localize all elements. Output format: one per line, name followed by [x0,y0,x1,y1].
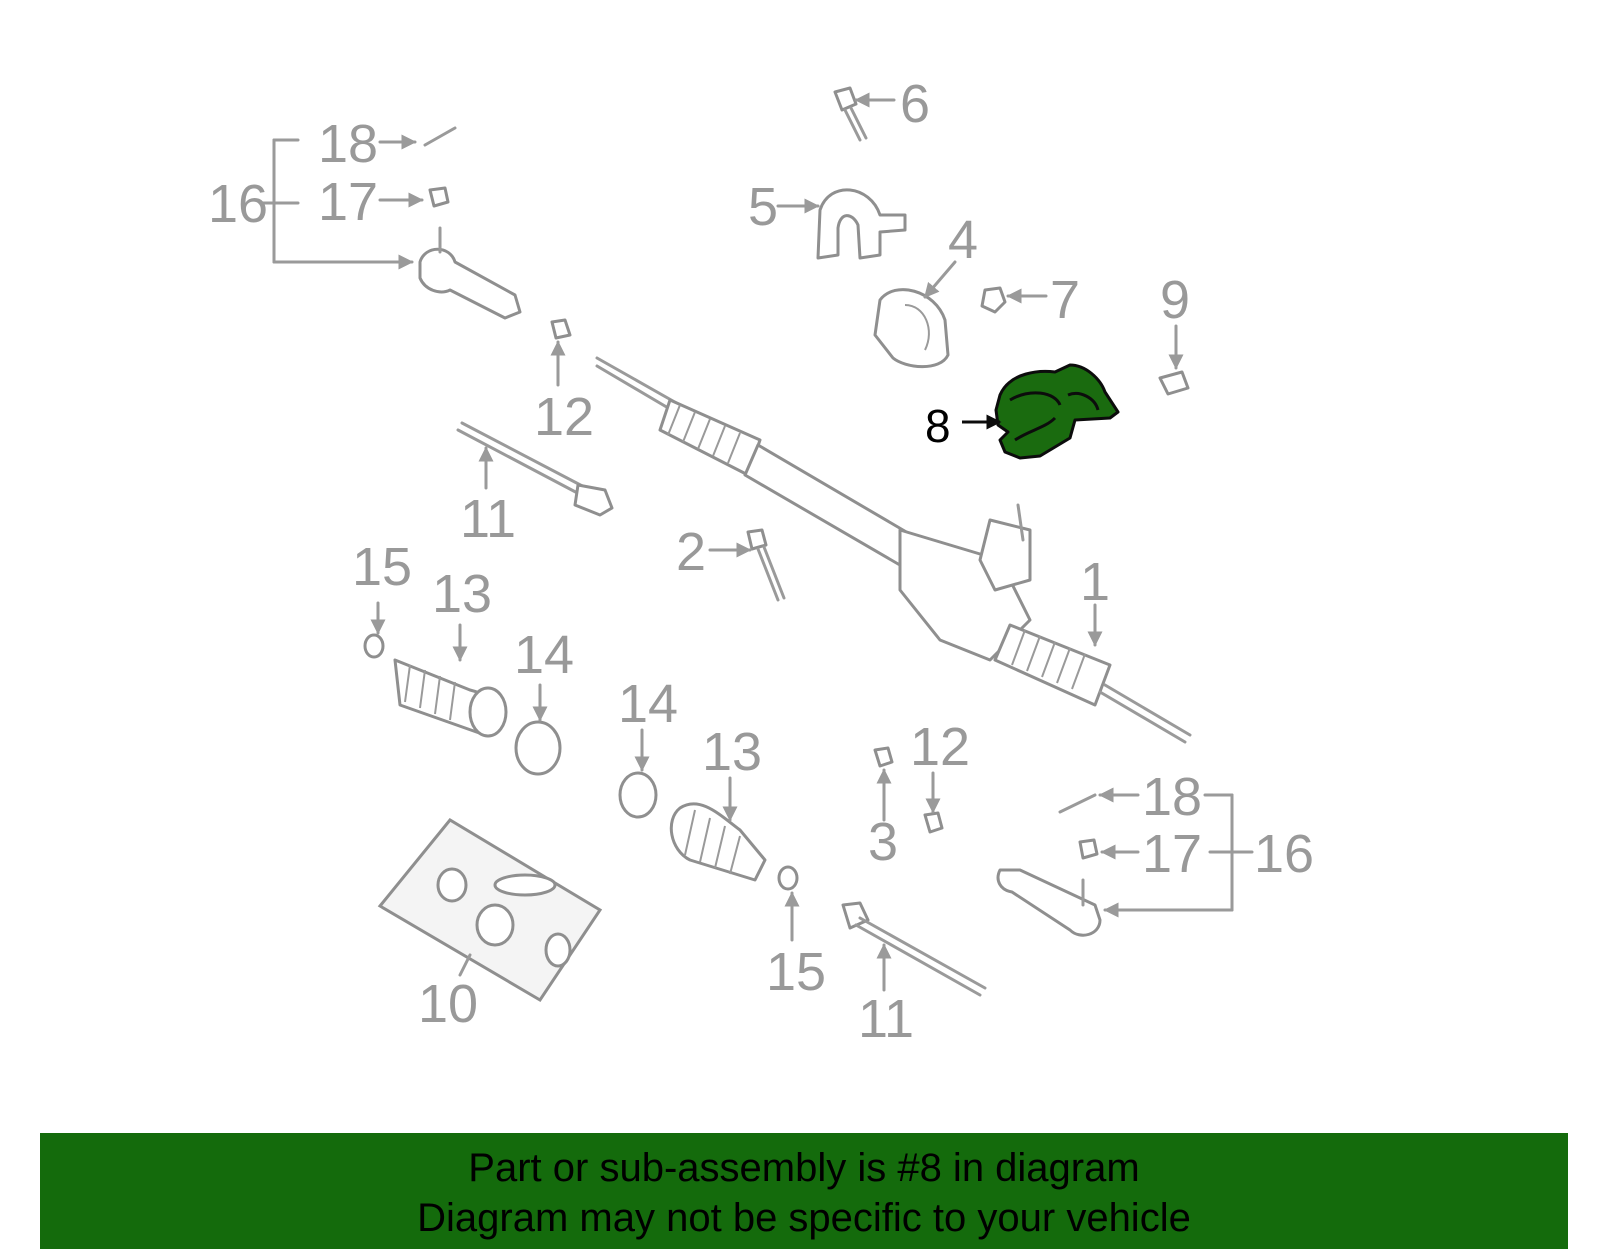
callout-18-right: 18 [1142,767,1202,827]
part-info-banner: Part or sub-assembly is #8 in diagram Di… [40,1133,1568,1249]
clamp-right [618,771,658,819]
repair-kit-part [377,818,603,1003]
nut-part [980,286,1007,314]
callout-10: 10 [418,974,478,1034]
callout-6: 6 [900,74,930,134]
nut-12-lower [873,746,944,834]
callout-15-right: 15 [766,942,826,1002]
inner-tie-rod-lower [841,901,987,997]
callout-1: 1 [1080,552,1110,612]
tie-rod-end-left [418,126,522,320]
callout-labels: 6 5 4 7 9 8 12 11 2 1 15 13 14 14 13 12 … [208,74,1314,1049]
bolt-part-2 [746,528,786,602]
callout-7: 7 [1050,270,1080,330]
banner-line-2: Diagram may not be specific to your vehi… [417,1196,1191,1240]
leader-lines [258,92,1254,992]
callout-18-left: 18 [318,114,378,174]
callout-16-left: 16 [208,174,268,234]
callout-11-lower: 11 [858,989,914,1049]
highlighted-part-8 [994,363,1120,460]
boot-right [669,802,767,882]
tie-rod-end-right [996,793,1102,937]
clip-part [1158,370,1190,396]
callout-3: 3 [868,812,898,872]
steering-rack-part [595,356,1192,744]
callout-11-upper: 11 [460,489,516,549]
clamp-left [514,720,562,776]
clip-15-right [777,865,799,891]
callout-5: 5 [748,177,778,237]
callout-2: 2 [676,522,706,582]
boot-left [393,658,508,738]
callout-8: 8 [925,400,951,452]
nut-12-upper [550,318,572,340]
callout-14-left: 14 [514,625,574,685]
bushing-part [873,288,950,369]
callout-12-upper: 12 [534,387,594,447]
clip-15-left [363,633,385,659]
banner-line-1: Part or sub-assembly is #8 in diagram [468,1146,1140,1190]
callout-13-left: 13 [432,564,492,624]
callout-12-lower: 12 [910,717,970,777]
callout-13-right: 13 [702,722,762,782]
callout-14-right: 14 [618,674,678,734]
callout-17-left: 17 [318,172,378,232]
inner-tie-rod-upper [456,421,614,517]
callout-9: 9 [1160,270,1190,330]
callout-16-right: 16 [1254,824,1314,884]
bolt-part [833,86,868,142]
callout-17-right: 17 [1142,824,1202,884]
bracket-part [816,188,907,260]
callout-15-left: 15 [352,537,412,597]
callout-4: 4 [948,210,978,270]
